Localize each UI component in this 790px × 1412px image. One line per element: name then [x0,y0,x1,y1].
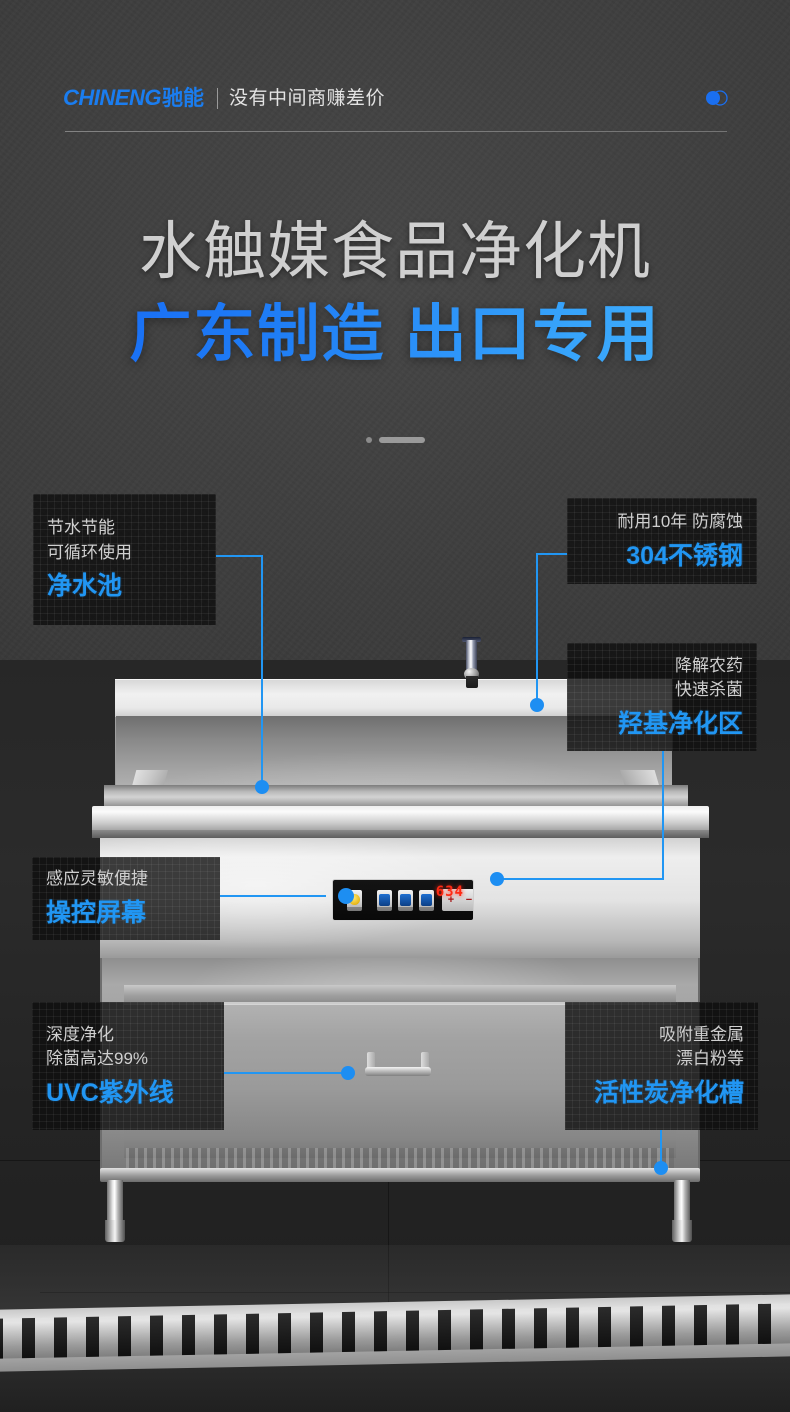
button-cap [347,906,362,911]
callout-title: UVC紫外线 [46,1078,174,1107]
drain-mode-icon [421,893,432,906]
faucet-stem [466,640,477,672]
decrease-button[interactable]: − [465,893,473,906]
divider-dot [365,437,372,443]
leg-shaft [674,1180,690,1222]
cabinet-base-trim [100,1168,700,1182]
callout-title: 净水池 [47,572,123,601]
callout-subtitle: 感应灵敏便捷 [46,869,148,889]
brand-logo-latin: CHINENG [63,85,161,110]
callout-subtitle: 节水节能 [47,518,115,538]
brand-logo-chinese: 驰能 [161,86,204,110]
callout-subtitle: 降解农药 [675,655,743,675]
leg-foot [105,1220,125,1242]
header-slogan: 没有中间商赚差价 [228,87,385,109]
leg-foot [672,1220,692,1242]
leg-right [672,1180,692,1242]
floor-tile-line [40,1292,790,1293]
callout-carbon-tank: 吸附重金属 漂白粉等 活性炭净化槽 [565,1002,758,1130]
leg-shaft [107,1180,123,1222]
function-button-3[interactable] [419,889,434,911]
callout-subtitle: 漂白粉等 [676,1049,744,1069]
callout-subtitle: 耐用10年 防腐蚀 [617,511,743,531]
counter-edge [92,830,709,838]
page-title: 水触媒食品净化机 [139,217,651,287]
drawer-handle[interactable] [365,1052,431,1076]
auto-mode-icon [400,893,411,906]
callout-stainless-steel: 耐用10年 防腐蚀 304不锈钢 [567,498,757,584]
callout-uvc: 深度净化 除菌高达99% UVC紫外线 [32,1002,224,1130]
handle-post-right [421,1052,429,1072]
callout-title: 304不锈钢 [626,541,743,570]
led-display: 634 [435,884,464,900]
decorative-divider [0,437,790,443]
adjust-keys[interactable]: + − [442,889,473,911]
faucet-cap [462,637,481,642]
control-panel[interactable]: + − 634 [332,879,474,921]
button-cap [377,906,392,911]
callout-water-tank: 节水节能 可循环使用 净水池 [33,494,216,625]
drawer-top-strip [124,985,676,1003]
callout-control-screen: 感应灵敏便捷 操控屏幕 [32,857,220,940]
faucet-base [466,676,478,688]
power-icon [349,893,360,905]
button-cap [398,906,413,911]
callout-subtitle: 可循环使用 [47,542,132,562]
page-header: CHINENG 驰能 没有中间商赚差价 [0,0,790,140]
button-cap [419,906,434,911]
function-button-1[interactable] [377,889,392,911]
callout-subtitle: 吸附重金属 [659,1024,744,1044]
overlapping-circles-icon [706,90,728,106]
handle-post-left [367,1052,375,1072]
increase-button[interactable]: + [447,893,455,906]
brand-divider [216,87,218,109]
backsplash [115,679,672,717]
callout-title: 羟基净化区 [617,709,743,738]
callout-subtitle: 快速杀菌 [675,680,743,700]
callout-title: 操控屏幕 [46,899,147,928]
page-subtitle: 广东制造 出口专用 [0,301,790,369]
brand-row: CHINENG 驰能 没有中间商赚差价 [63,84,385,112]
floor-tile-line [388,1170,389,1305]
basin-rim [104,785,688,807]
cabinet-ridges [126,1148,674,1170]
callout-hydroxyl-zone: 降解农药 快速杀菌 羟基净化区 [567,643,757,751]
callout-title: 活性炭净化槽 [593,1078,744,1107]
header-divider-rule [65,131,727,132]
counter-top [92,806,709,832]
handle-bar [365,1067,431,1076]
wash-mode-icon [379,893,390,906]
power-button[interactable] [347,889,362,911]
divider-bar [378,437,425,443]
callout-subtitle: 深度净化 [46,1024,114,1044]
function-button-2[interactable] [398,889,413,911]
leg-left [105,1180,125,1242]
callout-subtitle: 除菌高达99% [46,1049,149,1069]
grate-shading [0,1303,790,1359]
